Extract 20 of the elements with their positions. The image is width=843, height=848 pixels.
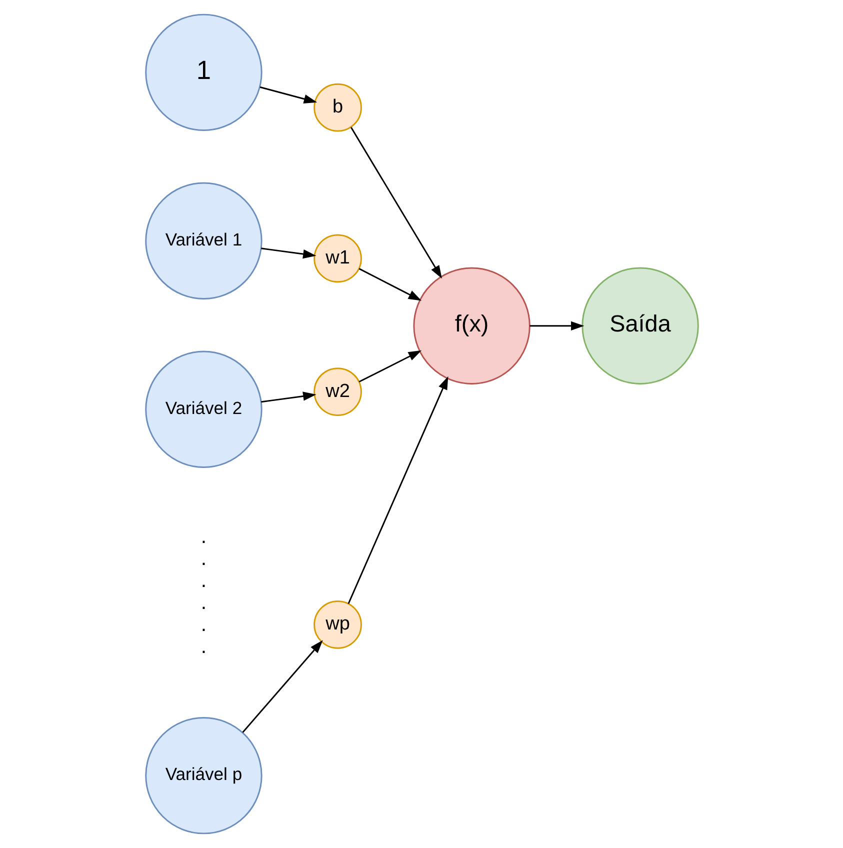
arrow	[347, 376, 448, 604]
arrow	[358, 350, 422, 382]
node-circle: Variável p	[144, 716, 262, 834]
node-circle: b	[313, 83, 362, 132]
arrow	[260, 392, 316, 403]
node-circle: Variável 1	[144, 182, 262, 300]
node-circle: w2	[313, 368, 362, 416]
node-circle: f(x)	[412, 267, 530, 384]
label: ......	[200, 524, 206, 658]
node-circle: 1	[144, 14, 262, 132]
arrow	[242, 640, 322, 733]
node-circle: w1	[313, 234, 362, 283]
arrow	[260, 248, 316, 259]
arrow	[350, 126, 442, 279]
arrow	[259, 86, 317, 104]
node-circle: Saída	[581, 267, 698, 384]
node-circle: wp	[313, 600, 362, 649]
arrow	[529, 321, 584, 330]
node-circle: Variável 2	[144, 350, 262, 468]
arrow	[358, 268, 422, 301]
